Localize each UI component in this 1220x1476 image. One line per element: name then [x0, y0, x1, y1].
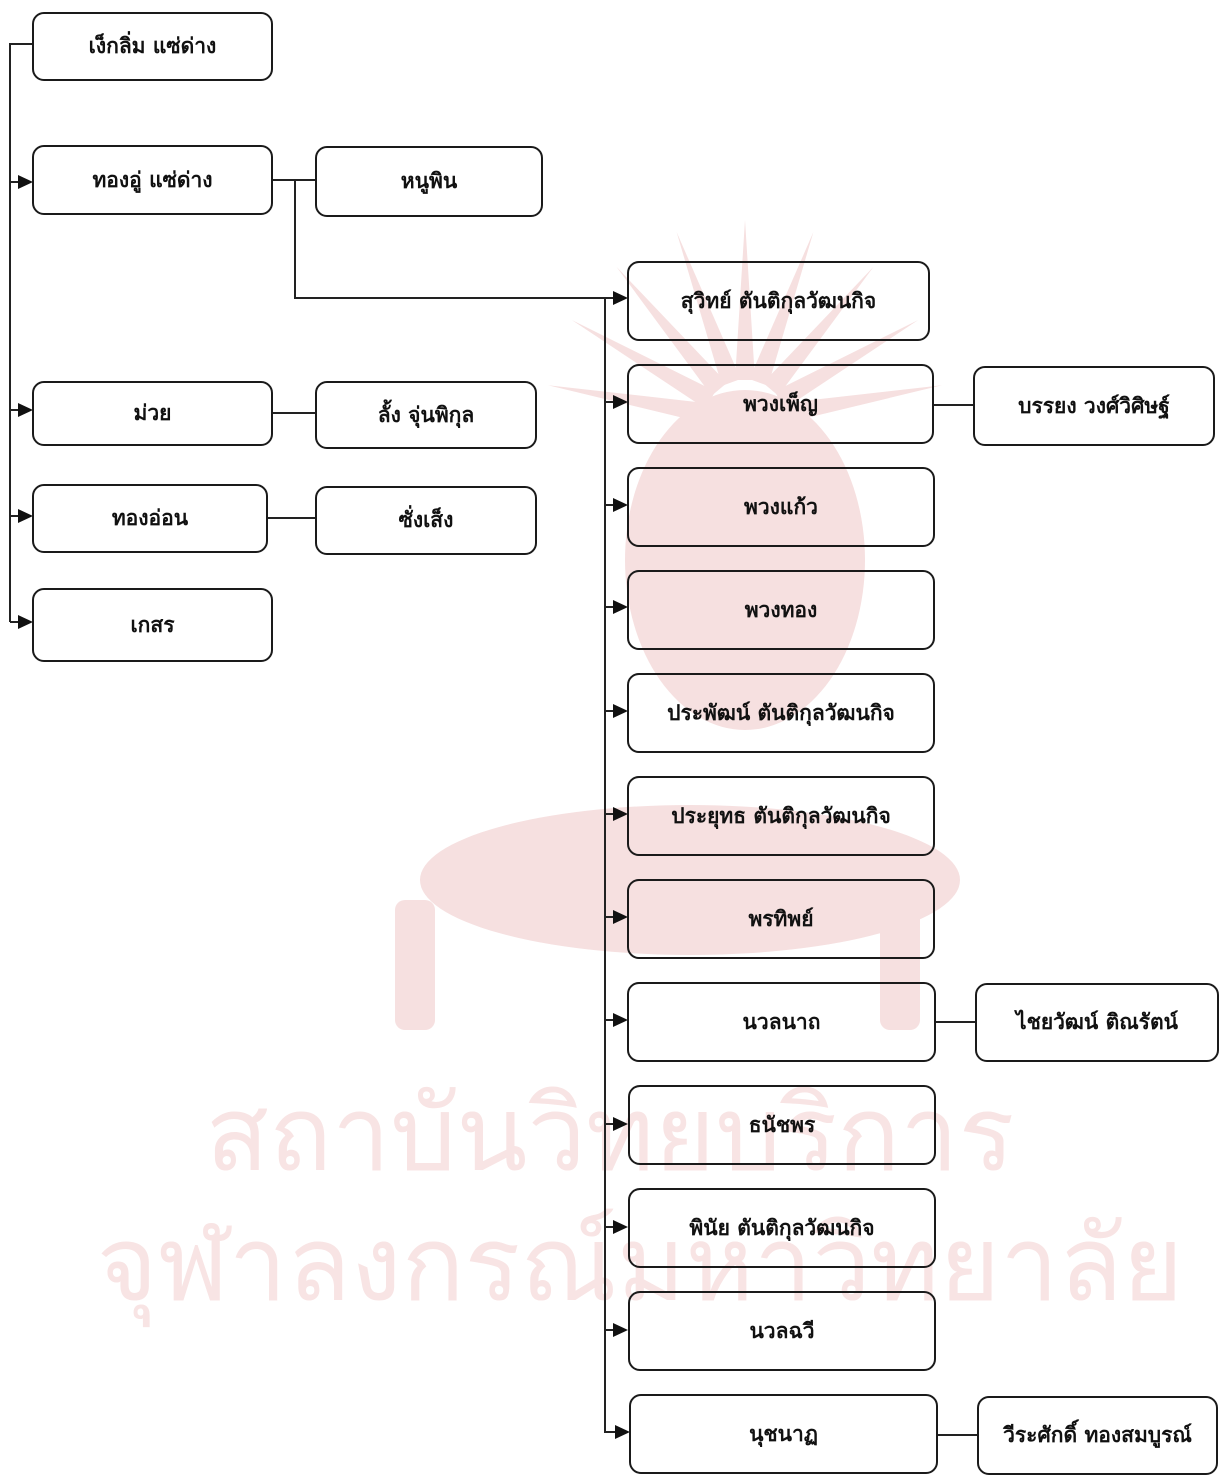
- person-name: พวงเพ็ญ: [743, 391, 818, 416]
- person-name: เกสร: [130, 612, 175, 637]
- person-name: พวงแก้ว: [744, 494, 818, 519]
- person-box-bunyong: บรรยง วงศ์วิศิษฐ์: [973, 366, 1215, 446]
- arrowhead: [18, 615, 33, 629]
- person-box-nuanchawee: นวลฉวี: [628, 1291, 936, 1371]
- arrowhead: [615, 1425, 630, 1439]
- person-box-nupin: หนูพิน: [315, 146, 543, 217]
- person-box-pinai: พินัย ตันติกุลวัฒนกิจ: [628, 1188, 936, 1268]
- person-name: ม่วย: [133, 401, 172, 425]
- arrowhead: [18, 403, 33, 417]
- person-box-puangthong: พวงทอง: [627, 570, 935, 650]
- person-box-puangkaew: พวงแก้ว: [627, 467, 935, 547]
- person-name: วีระศักดิ์ ทองสมบูรณ์: [1003, 1423, 1192, 1447]
- person-box-prapan: ประพัฒน์ ตันติกุลวัฒนกิจ: [627, 673, 935, 753]
- person-box-nutchanart: นุชนาฏ: [629, 1394, 938, 1474]
- arrowhead: [613, 1220, 628, 1234]
- arrowhead: [613, 910, 628, 924]
- person-name: บรรยง วงศ์วิศิษฐ์: [1018, 393, 1170, 418]
- arrowhead: [613, 704, 628, 718]
- arrowhead: [18, 509, 33, 523]
- person-name: หนูพิน: [400, 169, 458, 193]
- person-box-thanatchaporn: ธนัชพร: [628, 1085, 936, 1165]
- person-box-chaiwat: ไชยวัฒน์ ติณรัตน์: [975, 983, 1219, 1062]
- person-box-ngek: เง็กลิ่ม แซ่ด่าง: [32, 12, 273, 81]
- person-name: ทองอู่ แซ่ด่าง: [92, 167, 213, 192]
- person-name: ทองอ่อน: [111, 506, 189, 530]
- person-name: ธนัชพร: [748, 1112, 816, 1137]
- person-name: ประยุทธ ตันติกุลวัฒนกิจ: [671, 803, 891, 828]
- connector-trunk-left: [9, 43, 32, 622]
- person-name: พรทิพย์: [748, 906, 814, 931]
- watermark-line-2: จุฬาลงกรณ์มหาวิทยาลัย: [97, 1203, 1184, 1328]
- arrowhead: [613, 291, 628, 305]
- person-name: ลั้ง จุ่นพิกุล: [377, 402, 475, 427]
- arrowheads: [18, 175, 630, 1439]
- arrowhead: [613, 1013, 628, 1027]
- person-name: พินัย ตันติกุลวัฒนกิจ: [689, 1215, 875, 1240]
- person-box-prayut: ประยุทธ ตันติกุลวัฒนกิจ: [627, 776, 935, 856]
- person-box-muay: ม่วย: [32, 381, 273, 446]
- person-box-thongon: ทองอ่อน: [32, 484, 268, 553]
- person-name: นุชนาฏ: [749, 1421, 818, 1446]
- person-name: เง็กลิ่ม แซ่ด่าง: [88, 34, 217, 58]
- arrowhead: [18, 175, 33, 189]
- arrowhead: [613, 1323, 628, 1337]
- person-box-puangpen: พวงเพ็ญ: [627, 364, 934, 444]
- person-name: นวลนาถ: [742, 1009, 821, 1034]
- arrowhead: [613, 498, 628, 512]
- person-name: พวงทอง: [744, 597, 818, 622]
- person-box-suwit: สุวิทย์ ตันติกุลวัฒนกิจ: [627, 261, 930, 341]
- person-name: ประพัฒน์ ตันติกุลวัฒนกิจ: [667, 700, 895, 725]
- person-name: นวลฉวี: [749, 1318, 815, 1343]
- person-box-weerasak: วีระศักดิ์ ทองสมบูรณ์: [977, 1396, 1218, 1475]
- arrowhead: [613, 807, 628, 821]
- connector-children-drop: [294, 180, 605, 299]
- connector-trunk-right: [604, 298, 616, 1433]
- person-name: ซั่งเส็ง: [398, 508, 454, 532]
- arrowhead: [613, 600, 628, 614]
- arrowhead: [613, 395, 628, 409]
- person-box-pornthip: พรทิพย์: [627, 879, 935, 959]
- person-box-kesorn: เกสร: [32, 588, 273, 662]
- watermark-line-1: สถาบันวิทยบริการ: [206, 1073, 1015, 1195]
- person-box-nuannart: นวลนาถ: [627, 982, 936, 1062]
- person-name: ไชยวัฒน์ ติณรัตน์: [1016, 1010, 1178, 1034]
- person-box-thongu: ทองอู่ แซ่ด่าง: [32, 145, 273, 215]
- person-box-lang: ลั้ง จุ่นพิกุล: [315, 381, 537, 449]
- person-box-sangseng: ซั่งเส็ง: [315, 486, 537, 555]
- person-name: สุวิทย์ ตันติกุลวัฒนกิจ: [680, 288, 877, 313]
- arrowhead: [613, 1117, 628, 1131]
